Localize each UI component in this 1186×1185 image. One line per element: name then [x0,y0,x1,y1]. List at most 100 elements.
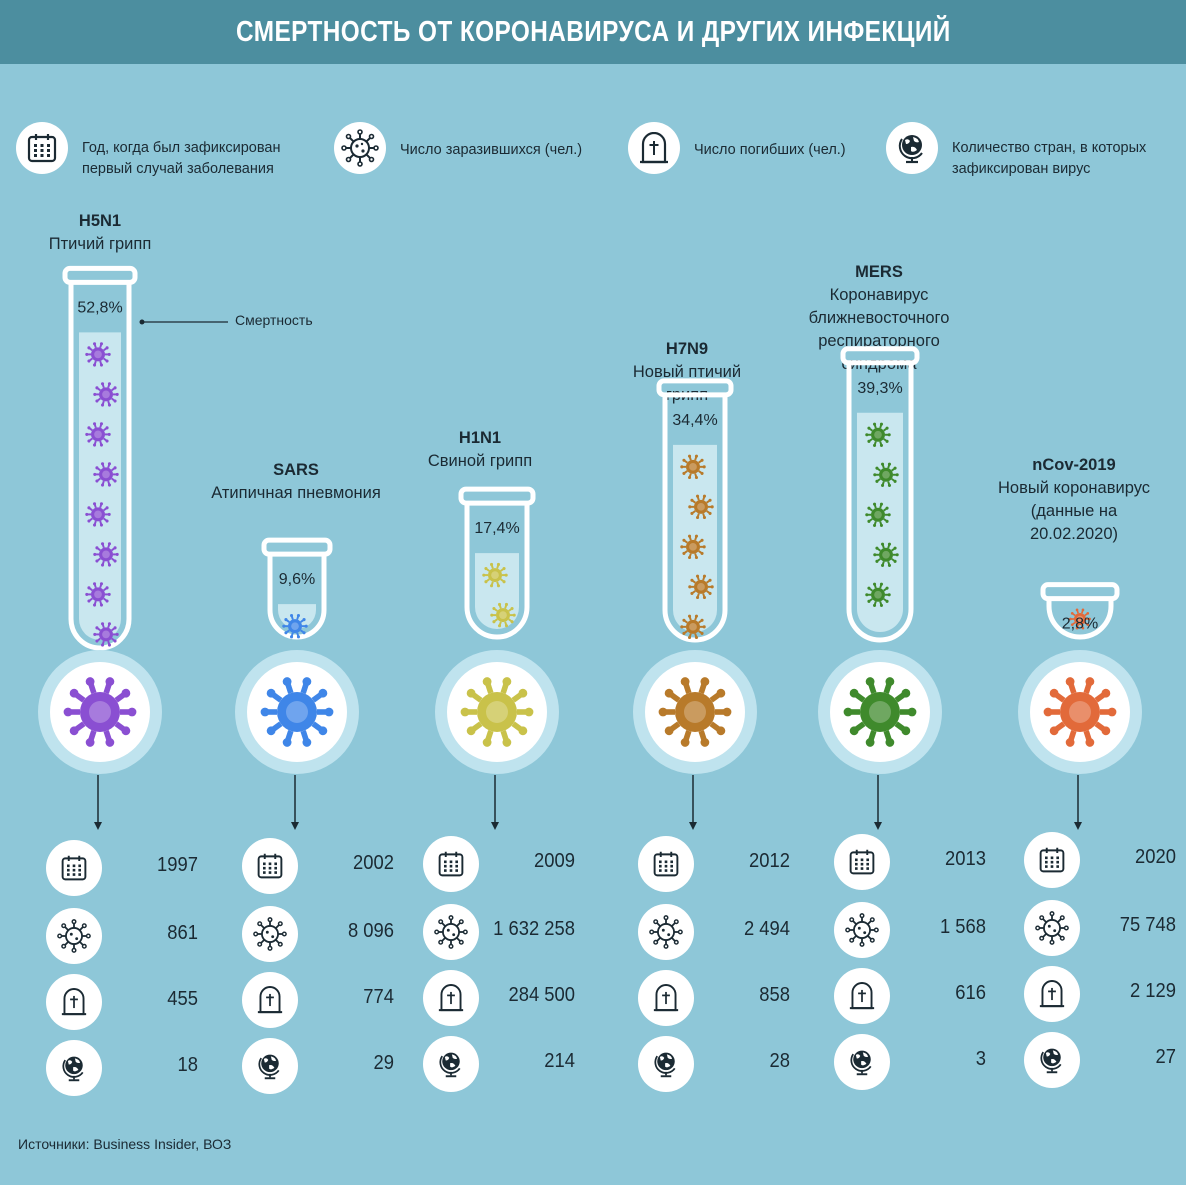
legend-year-line2: первый случай заболевания [82,161,274,177]
virus-illustration [1043,677,1117,747]
tube-h1n1: 17,4% [435,486,559,830]
calendar-icon [834,834,890,890]
grave-icon [1024,966,1080,1022]
disease-title-mers: MERS Коронавирус ближневосточного респир… [779,261,979,376]
disease-title-h7n9: H7N9 Новый птичий грипп [587,338,787,407]
grave-icon [242,972,298,1028]
tube-mers: 39,3% [818,346,942,830]
virus-icon [1024,900,1080,956]
stat-value-h7n9: 858 [759,984,790,1006]
virus-icon [46,908,102,964]
grave-icon [638,970,694,1026]
tube-virus [482,562,508,588]
tube-virus [93,542,119,567]
globe-icon [242,1038,298,1094]
globe-icon-svg [898,135,923,164]
source-note: Источники: Business Insider, ВОЗ [18,1136,232,1152]
disease-code: H7N9 [665,340,709,358]
tube-virus [85,422,111,447]
virus-icon-svg [341,129,379,167]
stat-value-sars: 774 [363,986,394,1008]
globe-icon [834,1034,890,1090]
header-bar: СМЕРТНОСТЬ ОТ КОРОНАВИРУСА И ДРУГИХ ИНФЕ… [0,0,1186,64]
disease-name-line2: (данные на [1030,502,1118,520]
virus-halo [1018,650,1142,774]
disease-code: H5N1 [78,212,122,230]
virus-illustration [460,677,534,747]
tube-virus [1069,608,1091,630]
tube-virus [85,342,111,367]
tube-virus [865,582,891,607]
virus-disc [447,662,547,762]
tube-virus [873,542,899,567]
stat-value-sars: 29 [373,1052,394,1074]
tube-virus [873,462,899,487]
virus-halo [435,650,559,774]
disease-name-line2: ближневосточного [808,309,950,327]
mortality-label: 9,6% [279,571,315,588]
stat-value-h7n9: 2 494 [743,918,790,940]
disease-code: H1N1 [458,429,502,447]
virus-icon [638,904,694,960]
virus-halo [235,650,359,774]
stat-value-ncov-2019: 75 748 [1119,914,1176,936]
tube-liquid [475,553,519,629]
stat-value-mers: 2013 [945,848,986,870]
disease-title-sars: SARS Атипичная пневмония [196,459,396,505]
virus-halo [38,650,162,774]
globe-icon [886,122,938,174]
mortality-label: 2,8% [1062,616,1098,633]
virus-halo [633,650,757,774]
tube-virus [680,454,706,480]
stat-value-sars: 2002 [353,852,394,874]
legend-deaths-line1: Число погибших (чел.) [694,142,846,158]
virus-disc [645,662,745,762]
tube-virus [680,534,706,560]
disease-name-line2: грипп [665,386,709,404]
mortality-label: 17,4% [474,520,519,537]
tube-virus [865,422,891,447]
virus-disc [247,662,347,762]
disease-name-line1: Новый птичий [632,363,742,381]
globe-icon [46,1040,102,1096]
virus-disc [1030,662,1130,762]
grave-icon [834,968,890,1024]
tube-sars: 9,6% [235,537,359,830]
stat-value-h5n1: 1997 [157,854,198,876]
stat-value-h1n1: 284 500 [508,984,575,1006]
stat-value-h1n1: 214 [544,1050,575,1072]
stat-value-mers: 616 [955,982,986,1004]
tube-virus [93,462,119,487]
tube-glass [464,503,530,640]
tube-glass [846,362,914,643]
stat-value-sars: 8 096 [347,920,394,942]
globe-icon [423,1036,479,1092]
disease-name: Свиной грипп [427,452,533,470]
mortality-label: 39,3% [857,380,902,397]
calendar-icon [46,840,102,896]
mortality-annotation-label: Смертность [235,312,313,328]
disease-code: MERS [855,263,903,281]
disease-name: Атипичная пневмония [211,484,381,502]
virus-icon [242,906,298,962]
calendar-icon [242,838,298,894]
grave-icon [628,122,680,174]
tube-glass [662,394,728,643]
grave-icon-svg [640,132,668,164]
legend-countries-line1: Количество стран, в которых [952,140,1147,156]
tube-virus [680,614,706,640]
disease-title-ncov: nCov-2019 Новый коронавирус (данные на 2… [974,454,1174,546]
disease-title-h5n1: H5N1 Птичий грипп [0,210,200,256]
stat-value-h1n1: 2009 [534,850,575,872]
connector-arrow [874,822,882,830]
tube-virus [85,502,111,527]
globe-icon [1024,1032,1080,1088]
grave-icon [423,970,479,1026]
page-title: СМЕРТНОСТЬ ОТ КОРОНАВИРУСА И ДРУГИХ ИНФЕ… [235,15,951,48]
tube-virus [865,502,891,527]
disease-code: nCov-2019 [1032,456,1116,474]
mortality-label: 52,8% [77,299,122,316]
tube-liquid [278,604,316,629]
